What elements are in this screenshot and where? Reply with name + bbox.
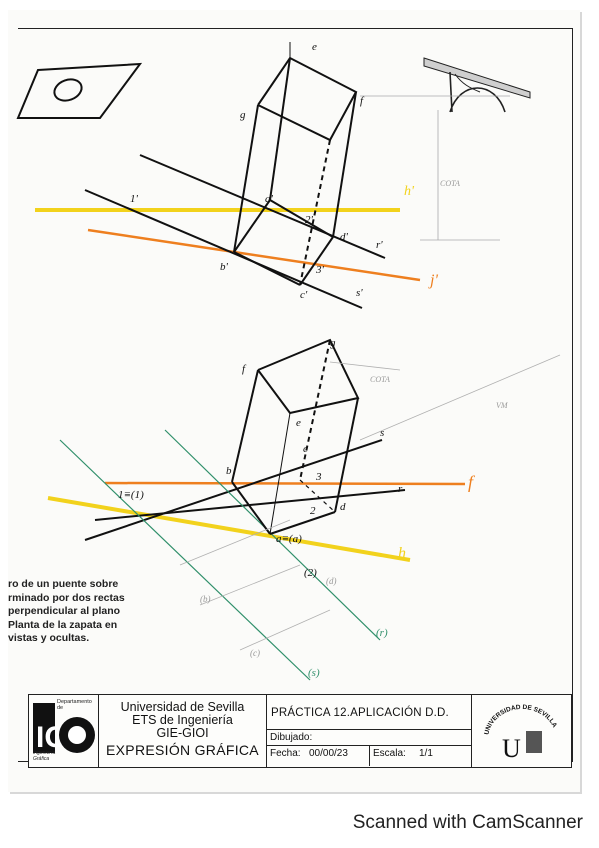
r-prime-line: [139, 154, 386, 259]
cota-dimension-upper: [360, 95, 510, 241]
degree-name: GIE-GIOI: [156, 726, 209, 740]
date-value: 00/00/23: [309, 748, 348, 759]
upper-lines: [35, 42, 421, 309]
date-label: Fecha:: [270, 748, 301, 759]
label-f-lower: f: [242, 363, 247, 375]
instructions-text: ro de un puente sobre rminado por dos re…: [8, 578, 125, 644]
label-paren-2: (2): [304, 567, 317, 579]
university-seal: UNIVERSIDAD DE SEVILLA U: [483, 704, 558, 763]
seal-logo: U: [502, 734, 521, 763]
label-3-prime: 3': [315, 264, 325, 276]
h-line: [47, 496, 411, 562]
date-scale-row: Fecha: 00/00/23 Escala: 1/1: [267, 745, 472, 766]
department-label: Departamento de: [57, 699, 92, 711]
f-line: [104, 481, 466, 486]
label-c-prime: c': [300, 289, 308, 301]
label-j-prime: j': [428, 272, 438, 289]
label-r-lower: r: [398, 483, 403, 495]
label-b-lower: b: [226, 465, 232, 477]
svg-text:UNIVERSIDAD DE SEVILLA: UNIVERSIDAD DE SEVILLA: [483, 704, 558, 736]
drawn-label: Dibujado:: [270, 732, 313, 743]
scale-label: Escala:: [373, 748, 406, 759]
label-cota-upper: COTA: [440, 179, 460, 188]
label-f-upper: f: [360, 95, 365, 107]
scanned-sheet: [8, 10, 580, 792]
practice-title: PRÁCTICA 12.APLICACIÓN D.D.: [271, 707, 449, 719]
label-e-top: e: [312, 41, 317, 53]
label-paren-b: (b): [200, 594, 211, 604]
label-h-yellow: h: [398, 545, 406, 562]
label-h-prime: h': [404, 184, 415, 199]
scanner-watermark: Scanned with CamScanner: [352, 812, 583, 833]
university-seal-cell: UNIVERSIDAD DE SEVILLA U: [472, 695, 571, 767]
subject-name: EXPRESIÓN GRÁFICA: [106, 742, 259, 758]
department-cell: IG Departamento de Ingeniería Gráfica: [29, 695, 99, 767]
ig-logo: IG: [33, 703, 95, 754]
label-paren-r: (r): [376, 627, 388, 639]
label-3-lower: 3: [315, 471, 322, 483]
label-d-prime: d': [340, 231, 349, 243]
label-2-lower: 2: [310, 505, 316, 517]
construction-lines: [179, 354, 561, 651]
label-vm: VM: [496, 401, 509, 410]
plane-symbol: [16, 62, 143, 119]
label-f-orange: f: [468, 472, 476, 492]
department-sub: Ingeniería Gráfica: [33, 750, 56, 762]
scale-value: 1/1: [419, 748, 433, 759]
label-r-prime: r': [376, 239, 383, 251]
j-prime-line: [87, 228, 421, 282]
university-name: Universidad de Sevilla: [120, 700, 245, 714]
label-cota-lower: COTA: [370, 375, 390, 384]
label-a-eq: a≡(a): [276, 533, 302, 545]
drawn-row: Dibujado:: [267, 729, 472, 745]
lower-lines: [47, 338, 466, 681]
practice-cell: PRÁCTICA 12.APLICACIÓN D.D. Dibujado: Fe…: [267, 695, 472, 767]
label-c-lower: c: [303, 443, 308, 455]
label-s-prime: s': [356, 287, 363, 299]
label-s-lower: s: [380, 427, 384, 439]
label-1-prime: 1': [130, 193, 139, 205]
label-paren-c: (c): [250, 648, 260, 658]
seal-text: UNIVERSIDAD DE SEVILLA: [483, 704, 558, 736]
label-b-prime: b': [220, 261, 229, 273]
label-2-prime: 2': [305, 214, 314, 226]
label-paren-d: (d): [326, 576, 337, 586]
school-name: ETS de Ingeniería: [132, 713, 233, 727]
label-g-lower: g: [330, 337, 336, 349]
label-e-lower: e: [296, 417, 301, 429]
title-block: IG Departamento de Ingeniería Gráfica Un…: [28, 694, 572, 768]
label-a-prime: a': [265, 193, 274, 205]
label-paren-s: (s): [308, 667, 320, 679]
bridge-sketch: [423, 57, 531, 113]
label-1-eq: 1≡(1): [118, 489, 144, 501]
s-line: [84, 439, 383, 541]
label-d-lower: d: [340, 501, 346, 513]
s-prime-line: [84, 189, 363, 309]
label-g-upper: g: [240, 109, 246, 121]
university-cell: Universidad de Sevilla ETS de Ingeniería…: [99, 695, 267, 767]
